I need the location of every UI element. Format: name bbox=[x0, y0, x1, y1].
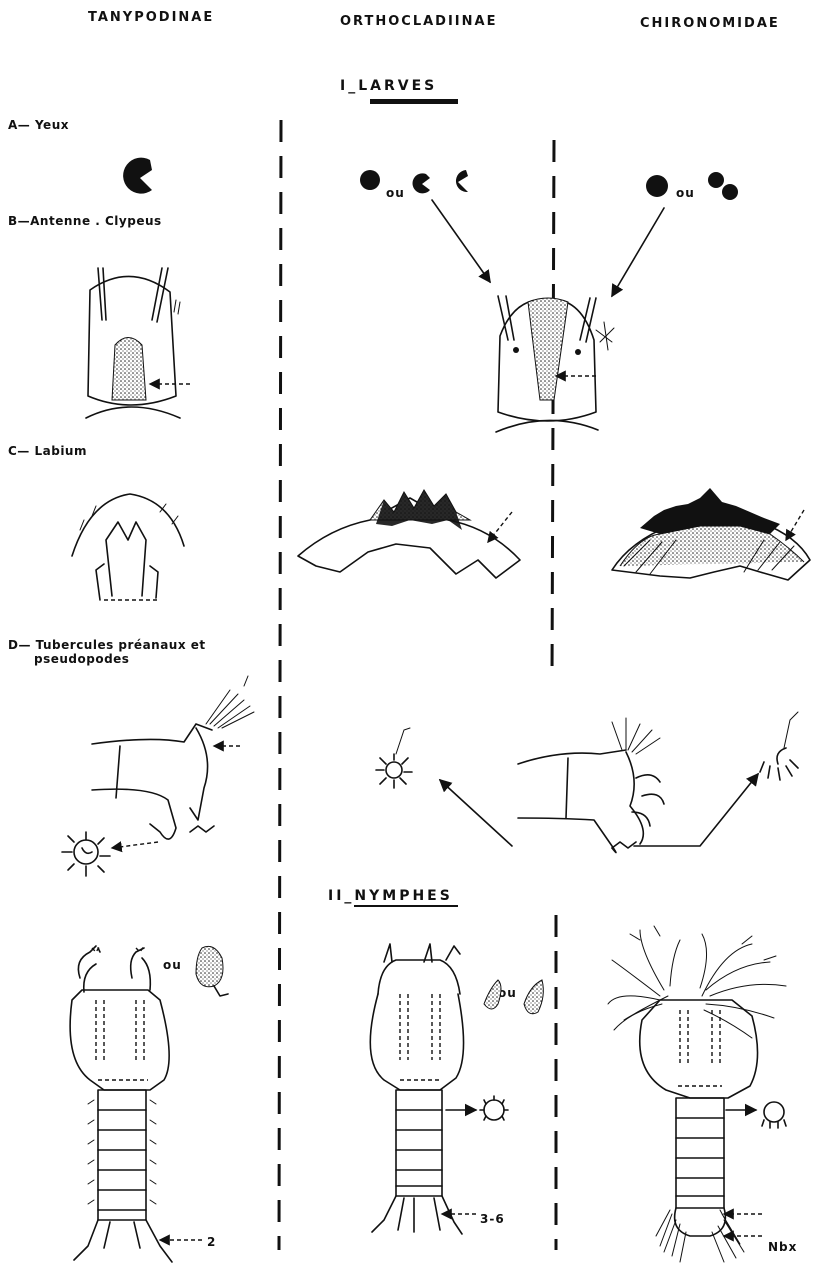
eye-icon-tanypodinae bbox=[123, 158, 152, 194]
section-underline-nymphes bbox=[354, 905, 458, 907]
pupa-chironomidae bbox=[608, 926, 786, 1262]
arrow-orth-eyes-to-head bbox=[432, 200, 490, 282]
tubercle-tanypodinae bbox=[62, 676, 254, 876]
labium-chironomidae bbox=[612, 488, 810, 580]
column-divider-right-top bbox=[552, 140, 554, 680]
pupa-orthocladiinae bbox=[370, 944, 543, 1234]
pupa-tanypodinae bbox=[70, 946, 228, 1262]
eye-icons-orthocladiinae bbox=[360, 170, 468, 193]
head-capsule-orth-chir bbox=[496, 296, 614, 432]
arrow-chir-eyes-to-head bbox=[612, 208, 664, 296]
section-underline-larves bbox=[370, 99, 458, 104]
eye-icons-chironomidae bbox=[646, 172, 738, 200]
tubercle-orth-chir bbox=[376, 712, 798, 853]
labium-orthocladiinae bbox=[298, 490, 520, 578]
head-capsule-tanypodinae bbox=[86, 268, 190, 418]
labium-tanypodinae bbox=[72, 494, 184, 600]
column-divider-left bbox=[279, 120, 281, 1250]
